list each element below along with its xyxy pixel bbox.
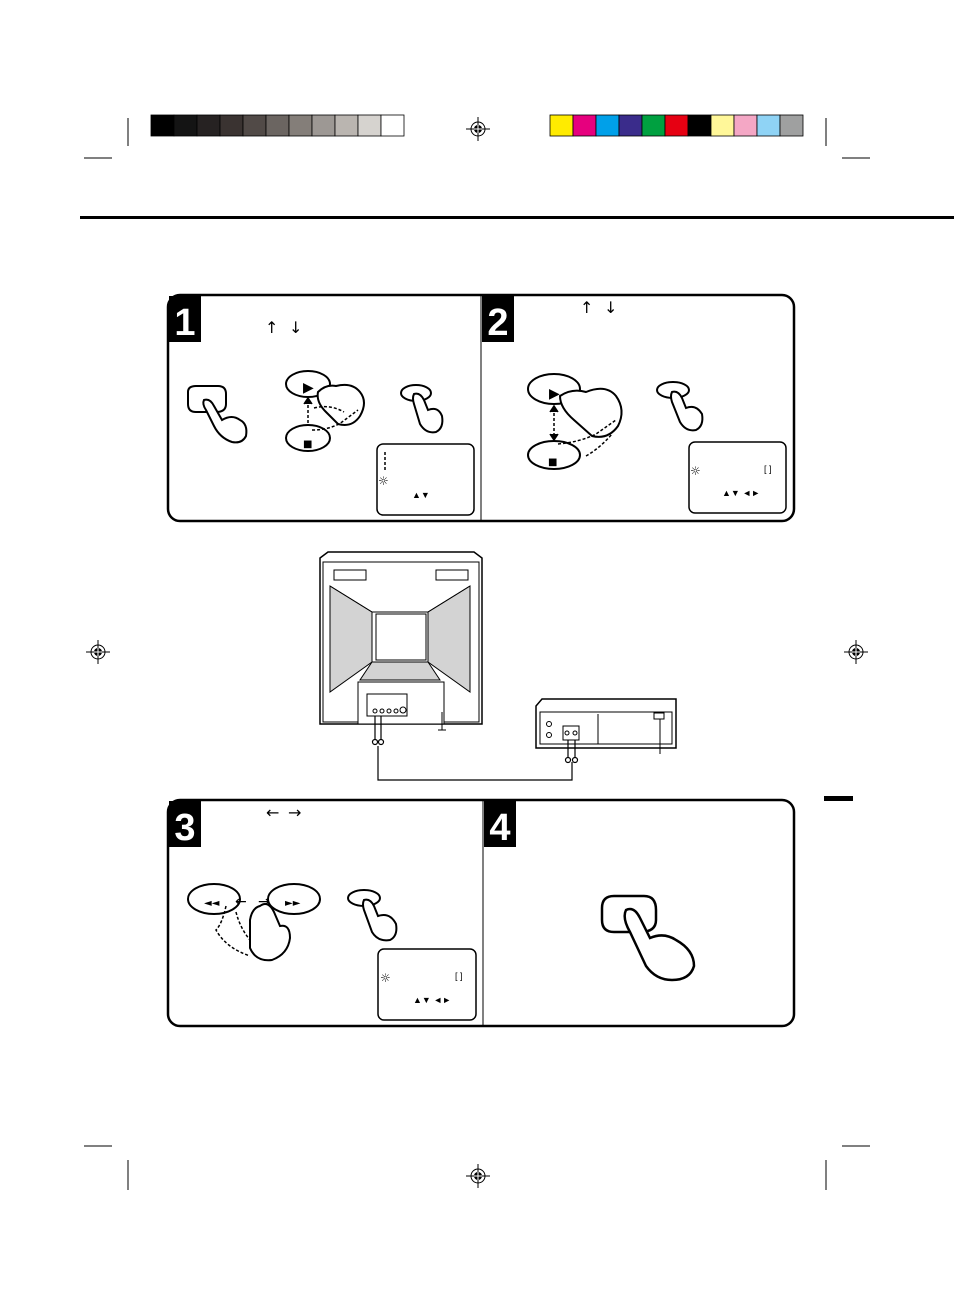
color-swatch: [265, 114, 290, 137]
dashed-move-arrow-icon: [303, 396, 313, 424]
dashed-move-arrow-icon: [549, 404, 559, 442]
color-swatch: [595, 114, 620, 137]
tuning-icon: ☼: [380, 971, 391, 985]
color-swatch: [687, 114, 712, 137]
color-swatch: [219, 114, 244, 137]
registration-target-icon: [466, 117, 490, 141]
down-arrow-icon: ↓: [604, 298, 617, 317]
color-calibration-bar: [549, 114, 804, 137]
step-1: 1 ↑ ↓ ▶ ■: [169, 296, 475, 516]
color-swatch: [572, 114, 597, 137]
crop-marks-top: [84, 118, 870, 159]
stop-button[interactable]: ■: [285, 424, 331, 452]
pointing-hand-icon: [202, 398, 248, 444]
left-arrow-icon: ←: [235, 894, 247, 910]
step-1-badge: [169, 296, 201, 342]
color-swatch: [150, 114, 175, 137]
color-swatch: [196, 114, 221, 137]
step-3: 3 ← → ◄◄ ►► ← → ☼ [ ] ▲▼ ◄►: [169, 801, 477, 1021]
pointing-hand-icon: [311, 383, 365, 431]
up-arrow-icon: ↑: [265, 318, 278, 337]
vcr-illustration: [535, 698, 677, 754]
step-1-number: 1: [174, 302, 195, 344]
av-cable-connection: [371, 716, 579, 781]
stop-button[interactable]: ■: [527, 440, 581, 470]
crop-marks-bottom: [84, 1145, 870, 1190]
osd-screen: ☼ ▲▼: [376, 443, 475, 516]
step-2: 2 ↑ ↓ ▶ ■ ☼ [ ]: [482, 296, 787, 514]
color-swatch: [242, 114, 267, 137]
color-swatch: [733, 114, 758, 137]
color-swatch: [357, 114, 382, 137]
up-arrow-icon: ↑: [580, 298, 593, 317]
registration-target-icon: [466, 1164, 490, 1188]
right-arrow-icon: →: [288, 803, 301, 822]
color-swatch: [756, 114, 781, 137]
osd-arrow-hint: ▲▼ ◄►: [413, 995, 451, 1005]
step-4-number: 4: [489, 807, 510, 849]
osd-bracket: [ ]: [455, 971, 463, 981]
registration-target-icon: [844, 640, 868, 664]
play-icon: ▶: [549, 386, 560, 402]
rewind-icon: ◄◄: [204, 898, 220, 909]
color-swatch: [618, 114, 643, 137]
rewind-button[interactable]: ◄◄: [187, 883, 241, 915]
color-swatch: [664, 114, 689, 137]
pointing-hand-icon: [412, 392, 444, 434]
instruction-panel-bottom: [166, 798, 796, 1028]
stop-icon: ■: [548, 457, 557, 468]
osd-arrow-hint: ▲▼: [412, 490, 430, 500]
tv-rear-illustration: [319, 551, 483, 731]
color-swatch: [311, 114, 336, 137]
color-swatch: [380, 114, 405, 137]
osd-screen: ☼ [ ] ▲▼ ◄►: [688, 441, 787, 514]
fast-forward-icon: ►►: [285, 898, 301, 909]
color-swatch: [173, 114, 198, 137]
fast-forward-button[interactable]: ►►: [267, 883, 321, 915]
pointing-hand-icon: [623, 907, 696, 982]
pointing-hand-icon: [215, 903, 292, 962]
down-arrow-icon: ↓: [289, 318, 302, 337]
step-2-badge: [482, 296, 514, 342]
osd-bracket: [ ]: [764, 464, 772, 474]
header-rule: [80, 216, 954, 219]
osd-arrow-hint: ▲▼ ◄►: [722, 488, 760, 498]
step-3-badge: [169, 801, 201, 847]
pointing-hand-icon: [362, 898, 398, 942]
color-swatch: [288, 114, 313, 137]
step-2-number: 2: [487, 302, 508, 344]
tuning-icon: ☼: [378, 474, 389, 488]
color-swatch: [710, 114, 735, 137]
section-tab-marker: [824, 796, 853, 801]
gray-scale-bar: [150, 114, 405, 137]
color-swatch: [779, 114, 804, 137]
color-swatch: [549, 114, 574, 137]
osd-screen: ☼ [ ] ▲▼ ◄►: [377, 948, 477, 1021]
tuning-icon: ☼: [690, 464, 701, 478]
step-4-badge: [484, 801, 516, 847]
step-4: 4: [484, 801, 696, 982]
color-swatch: [334, 114, 359, 137]
instruction-panel-top: [166, 293, 796, 523]
color-swatch: [641, 114, 666, 137]
registration-target-icon: [86, 640, 110, 664]
play-icon: ▶: [303, 380, 314, 396]
pointing-hand-icon: [557, 387, 623, 457]
step-3-number: 3: [174, 807, 195, 849]
left-arrow-icon: ←: [266, 803, 279, 822]
stop-icon: ■: [303, 439, 312, 450]
pointing-hand-icon: [670, 390, 704, 432]
